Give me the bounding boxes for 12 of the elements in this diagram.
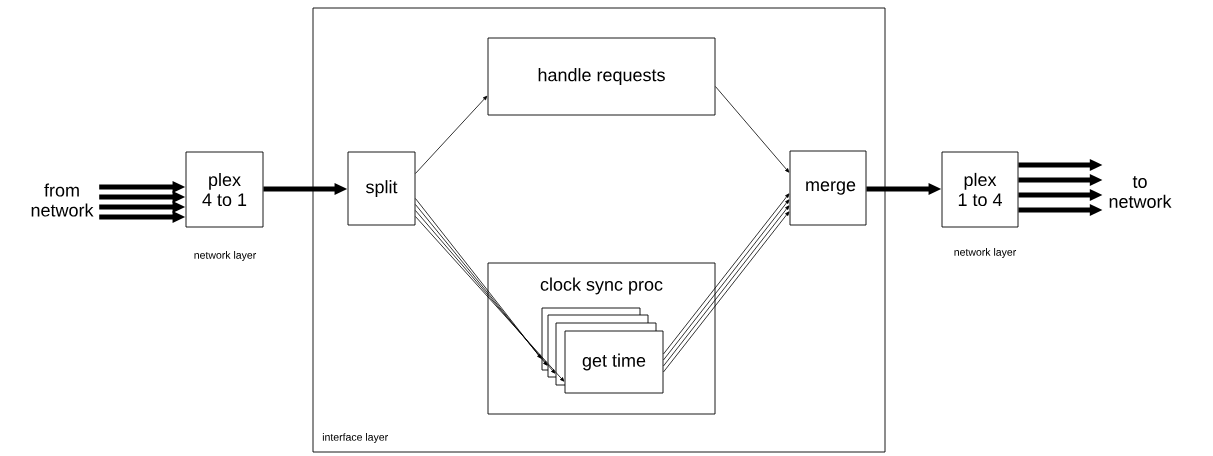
process-box: merge	[789, 150, 867, 226]
node-label: from network	[31, 183, 94, 217]
process-box: handle requests	[487, 37, 716, 116]
process-box: split	[347, 151, 416, 226]
arrow	[715, 86, 790, 173]
process-box: get time	[564, 330, 664, 394]
process-box: plex 4 to 1	[185, 151, 264, 228]
process-box: plex 1 to 4	[941, 151, 1019, 228]
arrow	[415, 95, 488, 174]
layer-label: network layer	[194, 251, 257, 261]
layer-label: network layer	[954, 248, 1017, 258]
node-label: to network	[1109, 176, 1172, 208]
